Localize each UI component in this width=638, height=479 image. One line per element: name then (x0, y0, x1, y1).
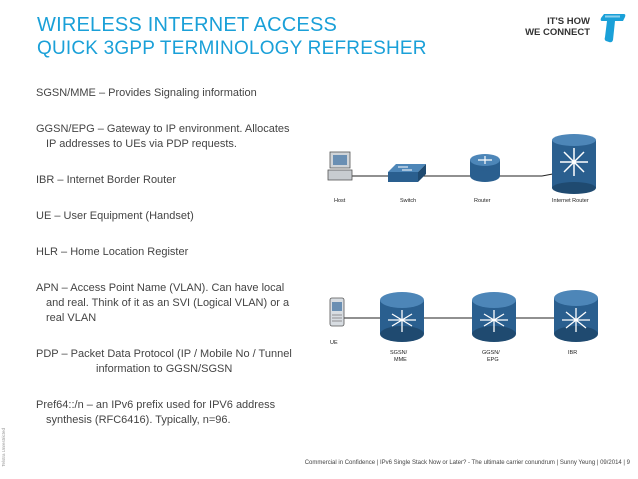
brand-line-1: IT'S HOW (547, 16, 590, 27)
list-item-apn: APN – Access Point Name (VLAN). Can have… (36, 282, 290, 324)
classification-label: Telstra Unrestricted (1, 428, 6, 467)
brand-tagline: IT'S HOW WE CONNECT (525, 16, 590, 38)
sgsn-mme-router-icon (380, 292, 424, 342)
list-item-ue: UE – User Equipment (Handset) (36, 210, 194, 222)
ue-label: UE (330, 340, 338, 346)
list-item-sgsn: SGSN/MME – Provides Signaling informatio… (36, 87, 257, 99)
list-item-ggsn: GGSN/EPG – Gateway to IP environment. Al… (36, 123, 290, 150)
list-item-ibr: IBR – Internet Border Router (36, 174, 177, 186)
telstra-logo (600, 14, 626, 43)
ue-handset-icon (329, 297, 345, 327)
ibr-router-icon (554, 290, 598, 342)
slide-title: WIRELESS INTERNET ACCESS (37, 14, 338, 36)
internet-router-label: Internet Router (552, 198, 589, 204)
host-icon (327, 151, 353, 181)
list-item-pref64: Pref64::/n – an IPv6 prefix used for IPV… (36, 399, 276, 426)
switch-label: Switch (400, 198, 416, 204)
slide-subtitle: QUICK 3GPP TERMINOLOGY REFRESHER (37, 38, 427, 59)
ggsn-label: GGSN/ EPG (482, 350, 501, 363)
switch-icon (388, 164, 426, 182)
brand-line-2: WE CONNECT (525, 27, 590, 38)
network-diagram: Host Switch Router Internet Router UE (327, 134, 598, 363)
router-icon (470, 154, 500, 182)
list-item-pdp: PDP – Packet Data Protocol (IP / Mobile … (36, 348, 292, 375)
router-label: Router (474, 198, 491, 204)
list-item-hlr: HLR – Home Location Register (36, 246, 189, 258)
sgsn-label: SGSN/ MME (390, 350, 409, 363)
internet-router-icon (552, 134, 596, 194)
ggsn-epg-router-icon (472, 292, 516, 342)
host-label: Host (334, 198, 346, 204)
terminology-list: SGSN/MME – Provides Signaling informatio… (36, 86, 336, 428)
footer-text: Commercial in Confidence | IPv6 Single S… (304, 460, 630, 466)
ibr-label: IBR (568, 350, 577, 356)
